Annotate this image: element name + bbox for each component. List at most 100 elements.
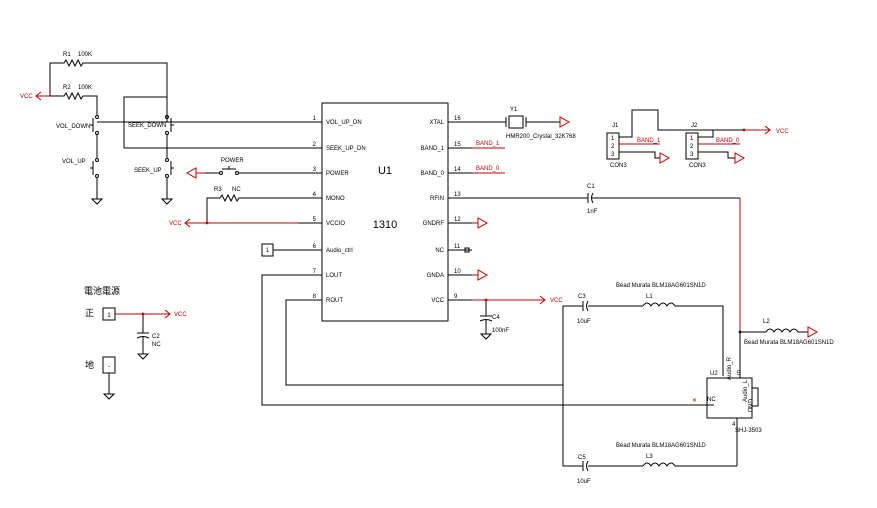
vcc-label-pin9: VCC — [550, 298, 563, 304]
pin-num: 10 — [454, 269, 461, 275]
pin-num: 3 — [313, 167, 317, 173]
battery-minus-label: 地 — [85, 359, 94, 371]
pin-name: GNDRF — [423, 221, 445, 227]
vcc-arrow-vccio — [184, 218, 298, 228]
pin-name: BAND_0 — [421, 171, 445, 177]
gnd-gndrf — [477, 217, 488, 229]
c5-ref: C5 — [578, 455, 586, 461]
no-connect-mark: ✕ — [692, 398, 697, 404]
crystal-y1 — [472, 115, 560, 129]
pin-name: VOL_UP_DN — [326, 120, 362, 126]
gnd-vol-up — [91, 194, 103, 205]
power-switch-label: POWER — [221, 158, 244, 164]
gnd-j1 — [659, 152, 670, 164]
pin-num: 14 — [454, 167, 461, 173]
pin-num: 7 — [313, 269, 317, 275]
seek-down-switch — [123, 96, 298, 158]
battery-plus-box-label: 1 — [107, 313, 111, 319]
rout-net — [285, 299, 583, 386]
c2-value: NC — [152, 342, 161, 348]
r1-resistor — [49, 58, 168, 122]
l3-ref: L3 — [646, 454, 653, 460]
r2-ref: R2 — [63, 85, 71, 91]
c3-capacitor — [582, 300, 643, 312]
r2-value: 100K — [78, 85, 92, 91]
c3-ref: C3 — [578, 294, 586, 300]
pin-name: SEEK_UP_DN — [326, 146, 366, 152]
c4-capacitor — [479, 300, 493, 330]
c2-capacitor — [136, 314, 150, 350]
pin-name: LOUT — [326, 273, 342, 279]
pin-num: 5 — [313, 217, 317, 223]
pin-num: 13 — [454, 192, 461, 198]
pin-num: 12 — [454, 217, 461, 223]
vcc-pin9-net — [472, 295, 546, 305]
ic-right-pins: 16 XTAL 15 BAND_1 14 BAND_0 13 RFIN 12 G… — [421, 116, 462, 304]
connector-j1 — [606, 109, 744, 160]
r1-value: 100K — [78, 52, 92, 58]
lout-net — [261, 274, 714, 406]
vol-up-label: VOL_UP — [62, 159, 86, 165]
seek-up-label: SEEK_UP — [134, 168, 162, 174]
vcc-label-vccio: VCC — [169, 221, 182, 227]
gnd-crystal — [559, 116, 570, 128]
seek-up-switch — [165, 158, 174, 195]
gnd-j2 — [734, 152, 745, 164]
gnd-battery — [103, 389, 115, 400]
j2-pin: 2 — [690, 144, 694, 150]
c1-value: 1nF — [587, 209, 598, 215]
pin-num: 6 — [313, 244, 317, 250]
band1-label: BAND_1 — [476, 141, 500, 147]
vcc-label-j: VCC — [776, 129, 789, 135]
power-switch — [185, 166, 298, 179]
pin-name: BAND_1 — [421, 146, 445, 152]
jack-gnd: GND — [746, 399, 752, 413]
l3-desc: Bead Murata BLM18AG601SN1D — [616, 443, 706, 449]
j2-net: BAND_0 — [716, 138, 740, 144]
c4-value: 100nF — [492, 328, 509, 334]
j2-ref: J2 — [691, 123, 698, 129]
battery-plus-label: 正 — [85, 309, 94, 319]
c1-ref: C1 — [587, 184, 595, 190]
seek-down-label: SEEK_DOWN — [128, 123, 166, 129]
l3-inductor — [642, 462, 737, 467]
pin-num: 1 — [313, 116, 317, 122]
pin-name: Audio_ctrl — [326, 248, 353, 254]
gnd-l2 — [807, 326, 818, 338]
junction — [205, 221, 209, 225]
l1-inductor — [642, 302, 724, 376]
pin-name: XTAL — [429, 120, 444, 126]
audio-ctrl-box-label: 1 — [266, 248, 270, 254]
jack-ref: U2 — [710, 371, 718, 377]
j1-net: BAND_1 — [637, 138, 661, 144]
band0-label: BAND_0 — [476, 166, 500, 172]
r2-resistor — [50, 91, 98, 115]
pin-num: 15 — [454, 142, 461, 148]
jack-audio-r: Audio_R — [727, 356, 733, 380]
j1-ref: J1 — [612, 123, 619, 129]
c4-ref: C4 — [492, 315, 500, 321]
pin-num: 8 — [313, 294, 317, 300]
ic-left-pins: 1 VOL_UP_DN 2 SEEK_UP_DN 3 POWER 4 MONO … — [313, 116, 366, 304]
vol-down-label: VOL_DOWN — [56, 124, 90, 130]
vcc-arrow-left — [35, 91, 50, 101]
gnd-seek-up — [161, 194, 173, 205]
pin-name: VCCIO — [326, 221, 345, 227]
vcc-label-battery: VCC — [174, 312, 187, 318]
j1-pin: 2 — [611, 144, 615, 150]
pin-num: 11 — [454, 244, 461, 250]
r3-value: NC — [232, 187, 241, 193]
jack-nc: NC — [707, 397, 716, 403]
pin-name: MONO — [326, 196, 345, 202]
pin-name: GNDA — [427, 273, 444, 279]
l1-ref: L1 — [646, 294, 653, 300]
jack-pin4: 4 — [732, 422, 736, 428]
r3-resistor — [206, 193, 298, 223]
nc-pin-box — [464, 247, 470, 253]
pin-name: VCC — [431, 298, 444, 304]
crystal-ref: Y1 — [510, 107, 518, 113]
vcc-label-left: VCC — [20, 94, 33, 100]
jack-part: SHJ-3503 — [735, 428, 762, 434]
r1-ref: R1 — [63, 52, 71, 58]
